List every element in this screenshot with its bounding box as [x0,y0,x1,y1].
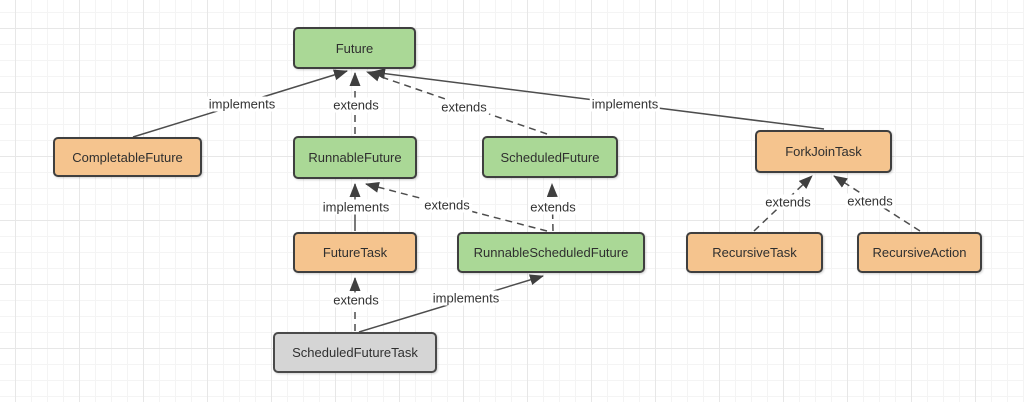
node-completable-future-label: CompletableFuture [72,149,183,165]
node-scheduled-future-task: ScheduledFutureTask [273,332,437,373]
node-scheduled-future-task-label: ScheduledFutureTask [292,345,418,360]
node-scheduled-future: ScheduledFuture [482,136,618,178]
node-runnable-future-label: RunnableFuture [308,150,402,165]
edge-scheduledfuture-extends-future [366,71,548,135]
node-runnable-scheduled-future-label: RunnableScheduledFuture [473,245,629,260]
edge-label-implements: implements [430,290,502,306]
edge-label-extends: extends [422,197,472,213]
edge-label-implements: implements [589,96,661,112]
edge-label-extends: extends [331,292,381,308]
node-future-task: FutureTask [293,232,417,273]
edge-label-extends: extends [331,97,381,113]
node-recursive-task: RecursiveTask [686,232,823,273]
node-runnable-future: RunnableFuture [293,136,417,179]
edge-label-extends: extends [439,99,489,115]
node-future: Future [293,27,416,69]
node-future-task-label: FutureTask [322,245,388,260]
node-recursive-action: RecursiveAction [857,232,982,273]
edge-label-implements: implements [320,199,392,215]
node-fork-join-task-label: ForkJoinTask [785,144,862,159]
edge-label-extends: extends [528,199,578,215]
node-fork-join-task: ForkJoinTask [755,130,892,173]
node-runnable-scheduled-future: RunnableScheduledFuture [457,232,645,273]
node-recursive-task-label: RecursiveTask [712,245,797,260]
node-scheduled-future-label: ScheduledFuture [500,149,600,165]
node-future-label: Future [335,40,374,56]
edge-label-implements: implements [206,96,278,112]
node-completable-future: CompletableFuture [53,137,202,177]
edge-label-extends: extends [845,193,895,209]
edge-runnablescheduledfuture-extends-scheduledfuture [546,183,558,232]
node-recursive-action-label: RecursiveAction [872,245,967,260]
edge-label-extends: extends [763,194,813,210]
